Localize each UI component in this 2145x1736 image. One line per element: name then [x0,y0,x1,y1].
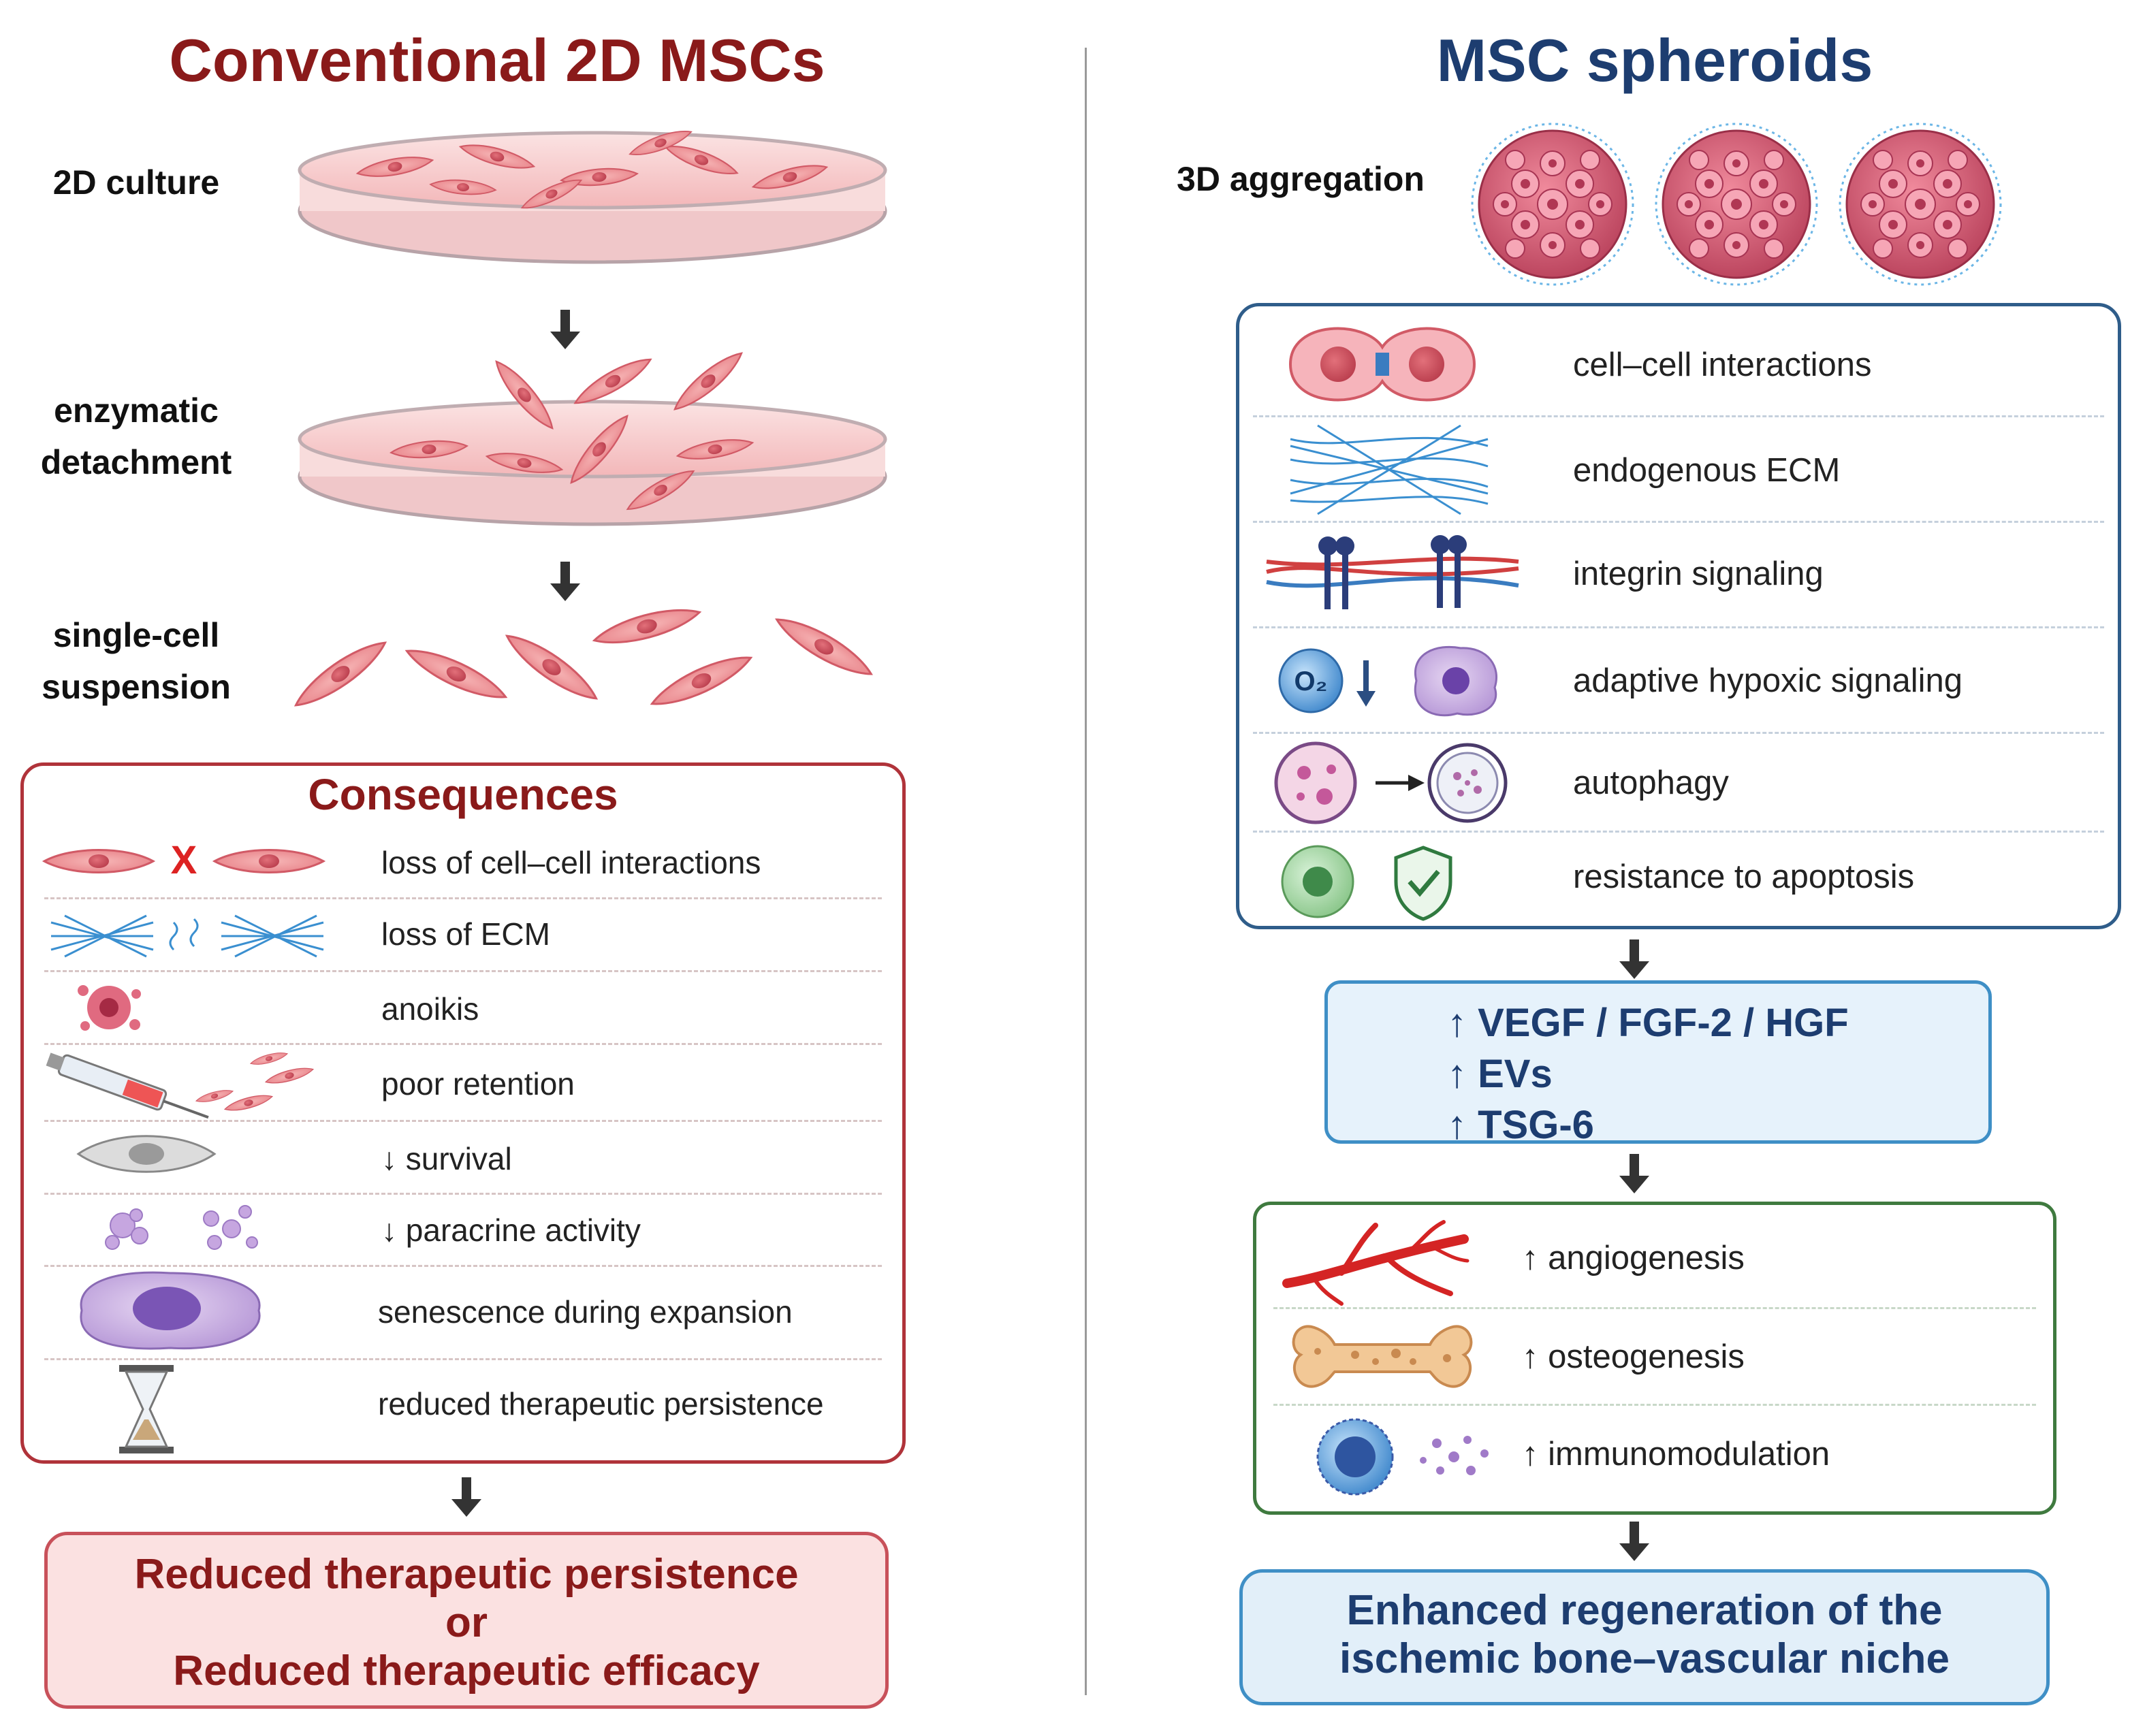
arrow-down [451,1477,481,1517]
step-label-enzymatic-detachment: enzymatic detachment [20,385,252,488]
aggregation-label: 3D aggregation [1177,160,1425,198]
detachment-line1: enzymatic [54,391,219,430]
step-label-single-cell-suspension: single-cell suspension [20,609,252,713]
hourglass-icon [119,1365,174,1453]
consequence-label: anoikis [381,991,479,1027]
hypoxia-icon: O₂ [1278,645,1498,717]
senescent-cell-icon [80,1271,261,1350]
shield-check-icon [1281,845,1452,921]
suspension-line2: suspension [42,668,231,706]
consequence-label: reduced therapeutic persistence [378,1386,824,1421]
consequence-label: poor retention [381,1066,575,1102]
consequence-label: ↓ survival [381,1141,512,1176]
row-divider [1273,1404,2036,1406]
row-divider [44,1358,882,1360]
right-outcome-line2: ischemic bone–vascular niche [1339,1635,1950,1682]
fragmented-ecm-icon [50,914,324,958]
effect-label: ↑ angiogenesis [1522,1240,1745,1276]
feature-label: integrin signaling [1573,556,1824,592]
row-divider [1273,1307,2036,1309]
spheroid-features-panel [1236,303,2121,929]
vesicles-icon [105,1205,258,1250]
left-outcome-line1: Reduced therapeutic persistence [134,1551,799,1598]
arrow-down [1619,1522,1649,1561]
svg-text:X: X [171,838,197,882]
row-divider [44,1043,882,1045]
broken-cell-contact-icon: X [43,838,325,882]
right-outcome-line1: Enhanced regeneration of the [1346,1587,1943,1634]
arrow-down [1619,939,1649,979]
feature-label: endogenous ECM [1573,452,1841,489]
petri-dish-detachment-icon [298,345,887,526]
autophagy-icon [1274,741,1508,824]
row-divider [44,897,882,899]
consequence-label: loss of cell–cell interactions [381,845,761,880]
step-label-2d-culture: 2D culture [52,163,220,202]
grey-cell-icon [76,1135,217,1173]
secretome-line3: ↑ TSG-6 [1447,1103,1594,1147]
suspension-line1: single-cell [52,616,220,654]
arrow-down [550,310,580,349]
cell-junction-icon [1288,327,1476,402]
secretome-box: ↑ VEGF / FGF-2 / HGF ↑ EVs ↑ TSG-6 [1324,980,1992,1147]
left-outcome-box: Reduced therapeutic persistence or Reduc… [44,1532,889,1709]
consequences-heading: Consequences [308,770,618,819]
feature-label: resistance to apoptosis [1573,858,1915,895]
row-divider [44,1120,882,1122]
ecm-mesh-icon [1290,424,1489,515]
consequence-label: ↓ paracrine activity [381,1212,641,1248]
consequence-label: senescence during expansion [378,1294,793,1330]
effect-label: ↑ immunomodulation [1522,1436,1830,1473]
blood-vessel-icon [1282,1220,1469,1306]
syringe-icon [46,1049,315,1119]
row-divider [44,1193,882,1195]
immune-cell-icon [1316,1418,1489,1496]
feature-label: cell–cell interactions [1573,347,1872,383]
detachment-line2: detachment [40,443,232,481]
row-divider [44,1265,882,1267]
secretome-line2: ↑ EVs [1447,1052,1553,1096]
right-outcome-box: Enhanced regeneration of the ischemic bo… [1239,1569,2050,1705]
integrin-icon [1266,535,1519,609]
left-outcome-line2: or [445,1599,488,1646]
row-divider [1253,831,2104,833]
column-divider [1085,48,1087,1695]
feature-label: autophagy [1573,765,1729,801]
bone-icon [1292,1325,1473,1388]
row-divider [1253,626,2104,628]
left-title: Conventional 2D MSCs [169,27,825,94]
feature-label: adaptive hypoxic signaling [1573,662,1963,699]
left-outcome-line3: Reduced therapeutic efficacy [173,1647,760,1694]
row-divider [1253,732,2104,734]
consequence-label: loss of ECM [381,916,550,952]
row-divider [1253,415,2104,417]
row-divider [1253,521,2104,523]
petri-dish-culture-icon [298,125,887,264]
arrow-down [1619,1154,1649,1193]
spheroids-icon [1471,123,2002,286]
right-title: MSC spheroids [1436,27,1873,94]
row-divider [44,970,882,972]
apoptotic-cell-icon [78,985,141,1031]
svg-text:O₂: O₂ [1294,666,1328,696]
single-cells-icon [288,600,878,716]
effect-label: ↑ osteogenesis [1522,1338,1745,1375]
secretome-line1: ↑ VEGF / FGF-2 / HGF [1447,1001,1849,1045]
